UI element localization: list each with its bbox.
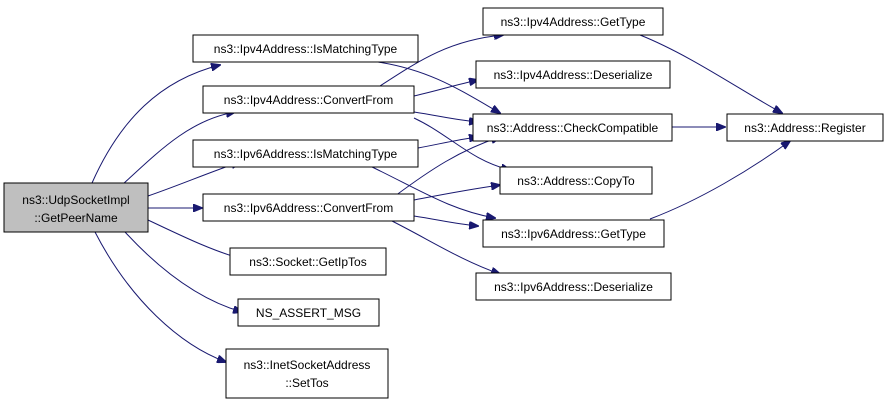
edge-root-iptos — [147, 219, 242, 259]
node-ipv4address-deserialize[interactable]: ns3::Ipv4Address::Deserialize — [475, 60, 671, 89]
node-label: ns3::Ipv4Address::IsMatchingType — [214, 42, 398, 56]
node-ipv6address-deserialize[interactable]: ns3::Ipv6Address::Deserialize — [475, 272, 672, 301]
edge-v6match-check — [417, 137, 478, 149]
node-label: ns3::Address::CopyTo — [517, 174, 635, 188]
node-ipv4address-convertfrom[interactable]: ns3::Ipv4Address::ConvertFrom — [202, 85, 415, 114]
edges — [91, 34, 790, 362]
edge-v4type-register — [639, 34, 782, 113]
node-label: ns3::Ipv4Address::ConvertFrom — [224, 93, 393, 107]
node-ipv4address-ismatchingtype[interactable]: ns3::Ipv4Address::IsMatchingType — [192, 34, 419, 63]
node-label: ns3::Socket::GetIpTos — [249, 255, 366, 269]
node-label: ns3::Ipv4Address::Deserialize — [494, 68, 653, 82]
edge-v6conv-check — [394, 137, 500, 197]
node-socket-getiptos[interactable]: ns3::Socket::GetIpTos — [229, 247, 387, 276]
node-label: ::GetPeerName — [34, 211, 118, 225]
node-address-checkcompatible[interactable]: ns3::Address::CheckCompatible — [472, 113, 673, 142]
node-ns-assert-msg[interactable]: NS_ASSERT_MSG — [237, 298, 380, 327]
node-label: NS_ASSERT_MSG — [256, 306, 361, 320]
node-inetsocketaddress-settos[interactable]: ns3::InetSocketAddress ::SetTos — [225, 348, 389, 399]
edge-root-assert — [124, 231, 242, 312]
edge-v4match-check — [377, 61, 500, 113]
node-label: ns3::Address::CheckCompatible — [487, 121, 659, 135]
edge-v6conv-copyto — [413, 185, 500, 201]
edge-v6conv-v6type — [413, 215, 478, 226]
edge-v4conv-v4deser — [413, 80, 478, 97]
node-ipv6address-convertfrom[interactable]: ns3::Ipv6Address::ConvertFrom — [202, 193, 415, 222]
node-label: ns3::Ipv4Address::GetType — [501, 15, 646, 29]
node-label: ns3::Address::Register — [744, 121, 865, 135]
edge-v4conv-check — [413, 111, 478, 122]
edge-v6match-v6type — [369, 165, 495, 218]
node-label: ns3::Ipv6Address::IsMatchingType — [214, 147, 398, 161]
node-ipv4address-gettype[interactable]: ns3::Ipv4Address::GetType — [482, 7, 664, 36]
node-label: ns3::UdpSocketImpl — [22, 193, 129, 207]
node-address-register[interactable]: ns3::Address::Register — [726, 113, 884, 142]
node-ipv6address-ismatchingtype[interactable]: ns3::Ipv6Address::IsMatchingType — [192, 139, 419, 168]
edge-root-v4match — [91, 65, 220, 184]
node-label: ns3::Ipv6Address::ConvertFrom — [224, 201, 393, 215]
edge-root-settos — [94, 231, 226, 362]
node-label: ns3::Ipv6Address::GetType — [501, 227, 646, 241]
node-address-copyto[interactable]: ns3::Address::CopyTo — [499, 166, 653, 195]
node-label: ns3::Ipv6Address::Deserialize — [494, 280, 653, 294]
edge-v6type-register — [649, 141, 790, 220]
edge-v4conv-v4type — [379, 35, 503, 87]
node-ipv6address-gettype[interactable]: ns3::Ipv6Address::GetType — [482, 219, 665, 248]
node-label: ns3::InetSocketAddress — [244, 358, 371, 372]
node-udpsocketimpl-getpeername[interactable]: ns3::UdpSocketImpl ::GetPeerName — [3, 182, 149, 233]
edge-v6conv-v6deser — [389, 219, 500, 274]
node-label: ::SetTos — [285, 376, 328, 390]
edge-root-v4conv — [121, 112, 235, 186]
edge-v4conv-copyto — [413, 117, 510, 170]
